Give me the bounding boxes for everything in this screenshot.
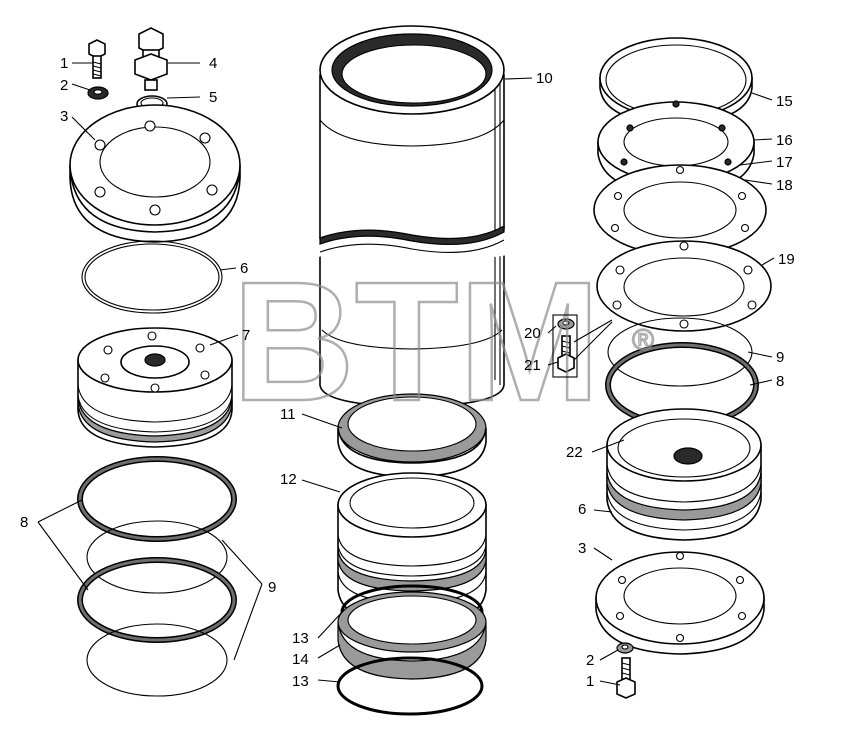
o-ring-part-9-left-lower xyxy=(86,623,228,697)
callout-label: 1 xyxy=(586,673,594,690)
callout-label: 14 xyxy=(292,651,309,668)
bushing-part-11 xyxy=(337,393,487,478)
o-ring-part-9-right xyxy=(607,317,753,387)
btm-watermark: BTM xyxy=(232,247,600,437)
callout-label: 2 xyxy=(586,652,594,669)
snap-ring-part-6-left xyxy=(81,240,223,314)
registered-trademark-mark: ® xyxy=(632,324,654,357)
callout-label: 3 xyxy=(578,540,586,557)
callout-label: 11 xyxy=(280,406,296,423)
piston-part-22 xyxy=(606,408,762,541)
piston-ring-part-8-left-upper xyxy=(77,456,237,542)
callout-label: 6 xyxy=(578,501,586,518)
o-ring-part-9-left-upper xyxy=(86,520,228,594)
callout-label: 9 xyxy=(268,579,276,596)
callout-label: 21 xyxy=(524,357,541,374)
callout-label: 22 xyxy=(566,444,583,461)
callout-label: 13 xyxy=(292,673,309,690)
bolt-part-21 xyxy=(557,335,575,373)
cylinder-barrel-part-10 xyxy=(316,25,508,408)
callout-label: 12 xyxy=(280,471,297,488)
gasket-part-18 xyxy=(593,164,767,256)
callout-label: 5 xyxy=(209,89,217,106)
flange-part-3-top-left xyxy=(69,104,241,243)
callout-label: 4 xyxy=(209,55,217,72)
piston-part-7 xyxy=(77,327,233,448)
washer-part-2-top-left xyxy=(87,86,109,100)
bolt-part-1-top-left xyxy=(88,39,106,79)
washer-part-20 xyxy=(557,318,575,330)
callout-label: 20 xyxy=(524,325,541,342)
callout-label: 2 xyxy=(60,77,68,94)
callout-label: 6 xyxy=(240,260,248,277)
callout-label: 16 xyxy=(776,132,793,149)
leader-lines xyxy=(37,62,775,686)
callout-label: 15 xyxy=(776,93,793,110)
callout-label: 17 xyxy=(776,154,793,171)
callout-label: 13 xyxy=(292,630,309,647)
flange-part-19 xyxy=(596,240,772,332)
callout-label: 10 xyxy=(536,70,553,87)
callout-label: 8 xyxy=(20,514,28,531)
o-ring-part-13-lower xyxy=(336,656,484,716)
fitting-part-4 xyxy=(134,27,168,91)
callout-label: 8 xyxy=(776,373,784,390)
piston-ring-part-8-left-lower xyxy=(77,557,237,643)
guide-ring-part-14 xyxy=(337,591,487,680)
washer-part-2-bottom-right xyxy=(616,642,634,654)
callout-label: 9 xyxy=(776,349,784,366)
callout-label: 1 xyxy=(60,55,68,72)
callout-labels: 1 2 3 4 5 6 7 8 9 10 11 12 13 14 13 15 1… xyxy=(20,55,795,690)
callout-label: 7 xyxy=(242,327,250,344)
bolt-part-1-bottom-right xyxy=(616,657,636,699)
flange-part-3-right xyxy=(595,551,765,655)
callout-label: 19 xyxy=(778,251,795,268)
callout-label: 18 xyxy=(776,177,793,194)
callout-label: 3 xyxy=(60,108,68,125)
